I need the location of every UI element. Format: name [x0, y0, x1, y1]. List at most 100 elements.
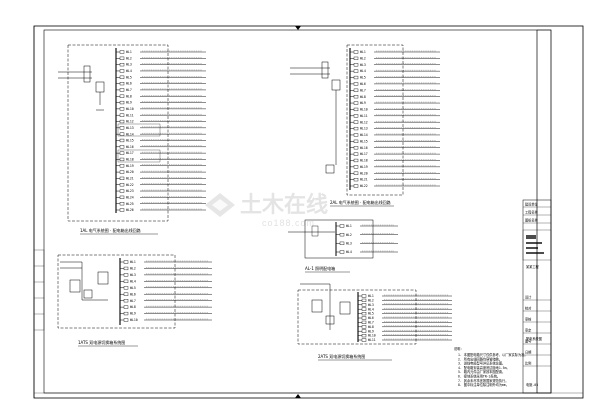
circuit-row: WL16 [116, 145, 206, 149]
circuit-row: WL18 [116, 158, 206, 162]
breaker-symbol [353, 107, 359, 112]
circuit-label: WL13 [360, 127, 368, 131]
breaker-symbol [353, 88, 359, 92]
circuit-row: WL5 [350, 76, 440, 80]
title-block-field: 比例 [525, 361, 531, 366]
circuit-row: WL19 [350, 165, 440, 169]
title-block-field: 校对 [525, 306, 532, 311]
circuit-row: WL1 [116, 50, 206, 54]
circuit-label: WL1 [360, 50, 366, 54]
circuit-row: WL9 [116, 101, 206, 105]
panel-title-bottom-right: 2ATS 双电源切换箱系统图 [318, 353, 365, 359]
circuit-label: WL24 [126, 195, 134, 199]
circuit-label: WL8 [360, 95, 366, 99]
circuit-row: WL7 [116, 88, 206, 92]
breaker-symbol [119, 164, 125, 168]
breaker-symbol [119, 208, 125, 212]
circuit-row: WL3 [350, 63, 440, 67]
panel-title-middle-right: AL-1 照明配电箱 [305, 265, 335, 271]
circuit-row: WL7 [358, 321, 452, 325]
circuit-label: WL14 [360, 133, 368, 137]
breaker-symbol [123, 311, 129, 316]
circuit-row: WL20 [116, 170, 206, 174]
breaker-symbol [123, 318, 129, 322]
circuit-row: WL4 [350, 69, 440, 73]
breaker-symbol [119, 119, 125, 124]
circuit-label: WL19 [126, 164, 134, 168]
circuit-label: WL1 [130, 260, 136, 264]
breaker-symbol [339, 241, 345, 245]
breaker-symbol [353, 95, 359, 99]
circuit-row: WL10 [350, 108, 440, 112]
breaker-symbol [123, 266, 129, 271]
circuit-row: WL4 [336, 250, 398, 254]
circuit-row: WL11 [358, 338, 452, 342]
circuit-rows-top-left: WL1WL2WL3WL4WL5WL6WL7WL8WL9WL10WL11WL12W… [116, 50, 206, 212]
circuit-row: WL10 [120, 318, 212, 322]
breaker-symbol [361, 338, 367, 342]
breaker-symbol [353, 75, 359, 80]
general-notes: 说明： 1. 本图配电箱尺寸仅供参考，以厂家实际为准。2. 所有出线回路均穿管暗… [454, 346, 528, 387]
circuit-row: WL6 [120, 292, 212, 296]
circuit-label: WL12 [360, 120, 368, 124]
breaker-symbol [123, 305, 129, 309]
circuit-row: WL9 [120, 312, 212, 316]
panel-top-right: WL1WL2WL3WL4WL5WL6WL7WL8WL9WL10WL11WL12W… [290, 44, 440, 207]
circuit-row: WL2 [350, 56, 440, 60]
circuit-label: WL16 [360, 146, 368, 150]
breaker-symbol [353, 114, 359, 118]
circuit-row: WL15 [116, 139, 206, 143]
circuit-label: WL6 [368, 316, 374, 320]
note-line: 6. 接地系统采用TN-S系统。 [458, 374, 500, 379]
circuit-label: WL11 [368, 338, 376, 342]
circuit-label: WL5 [360, 76, 366, 80]
breaker-symbol [353, 56, 359, 60]
circuit-row: WL19 [116, 164, 206, 168]
circuit-row: WL11 [116, 113, 206, 117]
circuit-label: WL4 [368, 307, 374, 311]
circuit-row: WL10 [116, 107, 206, 111]
circuit-label: WL4 [360, 69, 366, 73]
circuit-rows-top-right: WL1WL2WL3WL4WL5WL6WL7WL8WL9WL10WL11WL12W… [350, 50, 440, 188]
breaker-symbol [361, 320, 367, 324]
circuit-row: WL17 [116, 151, 206, 155]
circuit-label: WL9 [368, 329, 374, 333]
circuit-label: WL4 [130, 279, 136, 283]
breaker-symbol [353, 158, 359, 163]
note-line: 8. 图中标注单位除注明外均为mm。 [458, 382, 509, 387]
breaker-symbol [353, 139, 359, 143]
breaker-symbol [119, 183, 125, 187]
circuit-row: WL5 [358, 312, 452, 316]
circuit-label: WL26 [126, 208, 134, 212]
circuit-label: WL1 [368, 294, 374, 298]
breaker-symbol [119, 202, 125, 206]
circuit-row: WL25 [116, 202, 206, 206]
title-block-drawing-number: 电施-05 [526, 382, 538, 387]
panel-top-left: WL1WL2WL3WL4WL5WL6WL7WL8WL9WL10WL11WL12W… [58, 44, 206, 235]
breaker-symbol [353, 126, 359, 131]
breaker-symbol [119, 113, 125, 117]
circuit-label: WL3 [126, 63, 132, 67]
circuit-label: WL25 [126, 202, 134, 206]
breaker-symbol [119, 63, 125, 67]
watermark: 土木在线 co188.com [205, 192, 328, 228]
circuit-label: WL4 [346, 250, 352, 254]
breaker-symbol [361, 312, 367, 316]
circuit-row: WL7 [120, 299, 212, 303]
breaker-symbol [119, 56, 125, 60]
circuit-label: WL3 [368, 303, 374, 307]
breaker-symbol [119, 81, 125, 86]
circuit-label: WL22 [360, 184, 368, 188]
breaker-symbol [353, 82, 359, 86]
circuit-row: WL3 [358, 303, 452, 307]
breaker-symbol [353, 69, 359, 73]
circuit-label: WL7 [368, 321, 374, 325]
circuit-label: WL20 [360, 171, 368, 175]
circuit-label: WL10 [126, 107, 134, 111]
breaker-symbol [353, 133, 359, 137]
breaker-symbol [119, 50, 125, 54]
circuit-label: WL2 [360, 56, 366, 60]
circuit-row: WL20 [350, 171, 440, 175]
